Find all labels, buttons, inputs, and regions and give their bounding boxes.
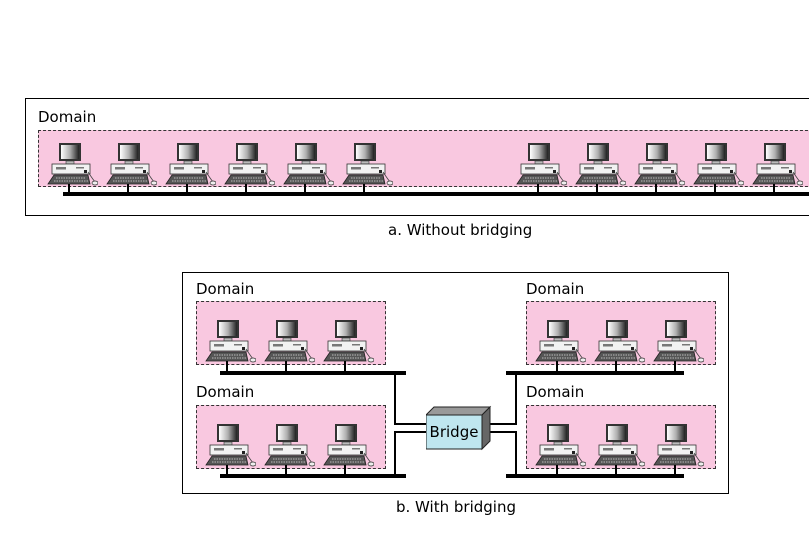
link-b1-h bbox=[394, 423, 428, 425]
computer-icon bbox=[652, 319, 704, 365]
computer-icon bbox=[574, 142, 626, 188]
computer-icon bbox=[534, 423, 586, 469]
computer-drop-line bbox=[363, 184, 365, 193]
computer-icon bbox=[105, 142, 157, 188]
computer-drop-line bbox=[615, 361, 617, 372]
computer-icon bbox=[46, 142, 98, 188]
computer-drop-line bbox=[773, 184, 775, 193]
computer-drop-line bbox=[615, 465, 617, 475]
computer-drop-line bbox=[285, 361, 287, 372]
computer-drop-line bbox=[226, 361, 228, 372]
link-b3-h bbox=[487, 423, 517, 425]
domain-label-b1: Domain bbox=[196, 280, 255, 298]
computer-drop-line bbox=[537, 184, 539, 193]
computer-drop-line bbox=[245, 184, 247, 193]
computer-drop-line bbox=[68, 184, 70, 193]
computer-icon bbox=[204, 319, 256, 365]
computer-drop-line bbox=[556, 465, 558, 475]
bus-b2 bbox=[220, 474, 406, 478]
computer-drop-line bbox=[127, 184, 129, 193]
computer-icon bbox=[692, 142, 744, 188]
computer-icon bbox=[263, 319, 315, 365]
computer-drop-line bbox=[714, 184, 716, 193]
computer-icon bbox=[534, 319, 586, 365]
link-b4-h bbox=[487, 431, 517, 433]
computer-drop-line bbox=[344, 361, 346, 372]
computer-icon bbox=[282, 142, 334, 188]
computer-drop-line bbox=[285, 465, 287, 475]
link-b3-v bbox=[515, 373, 517, 425]
computer-icon bbox=[515, 142, 567, 188]
caption-b: b. With bridging bbox=[396, 498, 516, 516]
bridge-label: Bridge bbox=[429, 423, 479, 441]
computer-icon bbox=[633, 142, 685, 188]
domain-label-b2: Domain bbox=[196, 383, 255, 401]
computer-icon bbox=[593, 423, 645, 469]
bridge: Bridge bbox=[426, 405, 496, 451]
bus-b4 bbox=[506, 474, 684, 478]
caption-a: a. Without bridging bbox=[388, 221, 533, 239]
computer-icon bbox=[322, 319, 374, 365]
computer-icon bbox=[322, 423, 374, 469]
computer-drop-line bbox=[556, 361, 558, 372]
computer-icon bbox=[204, 423, 256, 469]
bus-b1 bbox=[220, 371, 406, 375]
computer-icon bbox=[263, 423, 315, 469]
computer-drop-line bbox=[186, 184, 188, 193]
link-b1-v bbox=[394, 373, 396, 425]
bridge-box-icon bbox=[426, 405, 492, 451]
computer-icon bbox=[223, 142, 275, 188]
computer-drop-line bbox=[596, 184, 598, 193]
computer-icon bbox=[593, 319, 645, 365]
computer-icon bbox=[751, 142, 803, 188]
domain-label-b3: Domain bbox=[526, 280, 585, 298]
bus-b3 bbox=[506, 371, 684, 375]
link-b2-v bbox=[394, 431, 396, 475]
computer-drop-line bbox=[674, 465, 676, 475]
domain-label-b4: Domain bbox=[526, 383, 585, 401]
link-b4-v bbox=[515, 431, 517, 475]
bus-a bbox=[63, 192, 809, 196]
computer-drop-line bbox=[304, 184, 306, 193]
computer-drop-line bbox=[674, 361, 676, 372]
computer-icon bbox=[341, 142, 393, 188]
domain-a bbox=[38, 130, 809, 187]
computer-drop-line bbox=[655, 184, 657, 193]
computer-drop-line bbox=[226, 465, 228, 475]
computer-drop-line bbox=[344, 465, 346, 475]
computer-icon bbox=[164, 142, 216, 188]
computer-icon bbox=[652, 423, 704, 469]
domain-label-a: Domain bbox=[38, 108, 97, 126]
link-b2-h bbox=[394, 431, 428, 433]
